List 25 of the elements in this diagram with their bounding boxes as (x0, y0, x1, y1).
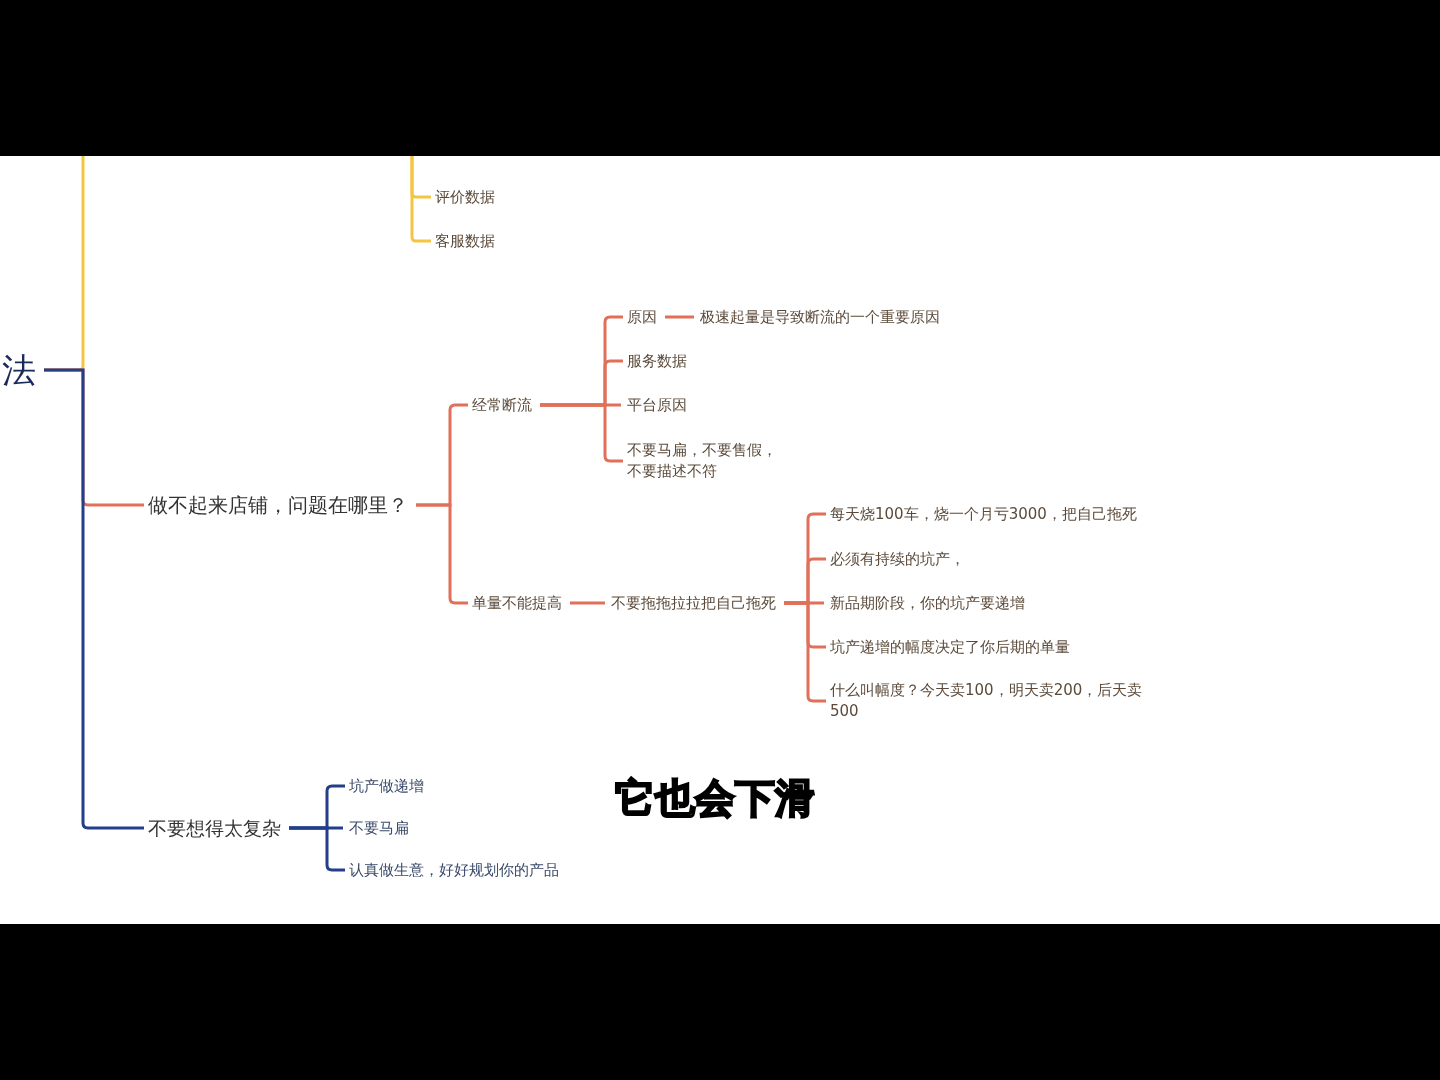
subtopic-text: 不要拖拖拉拉把自己拖死 (611, 592, 776, 614)
subtopic-text: 认真做生意，好好规划你的产品 (349, 859, 559, 881)
subtopic-text: 每天烧100车，烧一个月亏3000，把自己拖死 (830, 503, 1137, 525)
subtopic-text: 新品期阶段，你的坑产要递增 (830, 592, 1025, 614)
subtopic-text: 经常断流 (472, 394, 532, 416)
subtitle-text: 它也会下滑 (615, 774, 815, 823)
branch-line (44, 368, 144, 830)
subtopic-text: 必须有持续的坑产， (830, 548, 965, 570)
subtopic-text: 原因 (627, 306, 657, 328)
branch-line (570, 601, 605, 605)
branch-topic: 做不起来店铺，问题在哪里？ (148, 491, 408, 519)
branch-line (665, 315, 694, 319)
subtopic-text: 客服数据 (435, 230, 495, 252)
subtopic-text: 坑产做递增 (349, 775, 424, 797)
subtopic-text: 什么叫幅度？今天卖100，明天卖200，后天卖500 (830, 680, 1165, 722)
subtopic-text: 不要马扁，不要售假，不要描述不符 (627, 440, 787, 482)
branch-topic: 不要想得太复杂 (148, 814, 281, 842)
subtopic-text: 坑产递增的幅度决定了你后期的单量 (830, 636, 1070, 658)
subtopic-text: 服务数据 (627, 350, 687, 372)
subtopic-text: 评价数据 (435, 186, 495, 208)
subtopic-text: 极速起量是导致断流的一个重要原因 (700, 306, 940, 328)
root-topic: 法 (2, 346, 36, 394)
subtopic-text: 单量不能提高 (472, 592, 562, 614)
subtopic-text: 平台原因 (627, 394, 687, 416)
subtopic-text: 不要马扁 (349, 817, 409, 839)
